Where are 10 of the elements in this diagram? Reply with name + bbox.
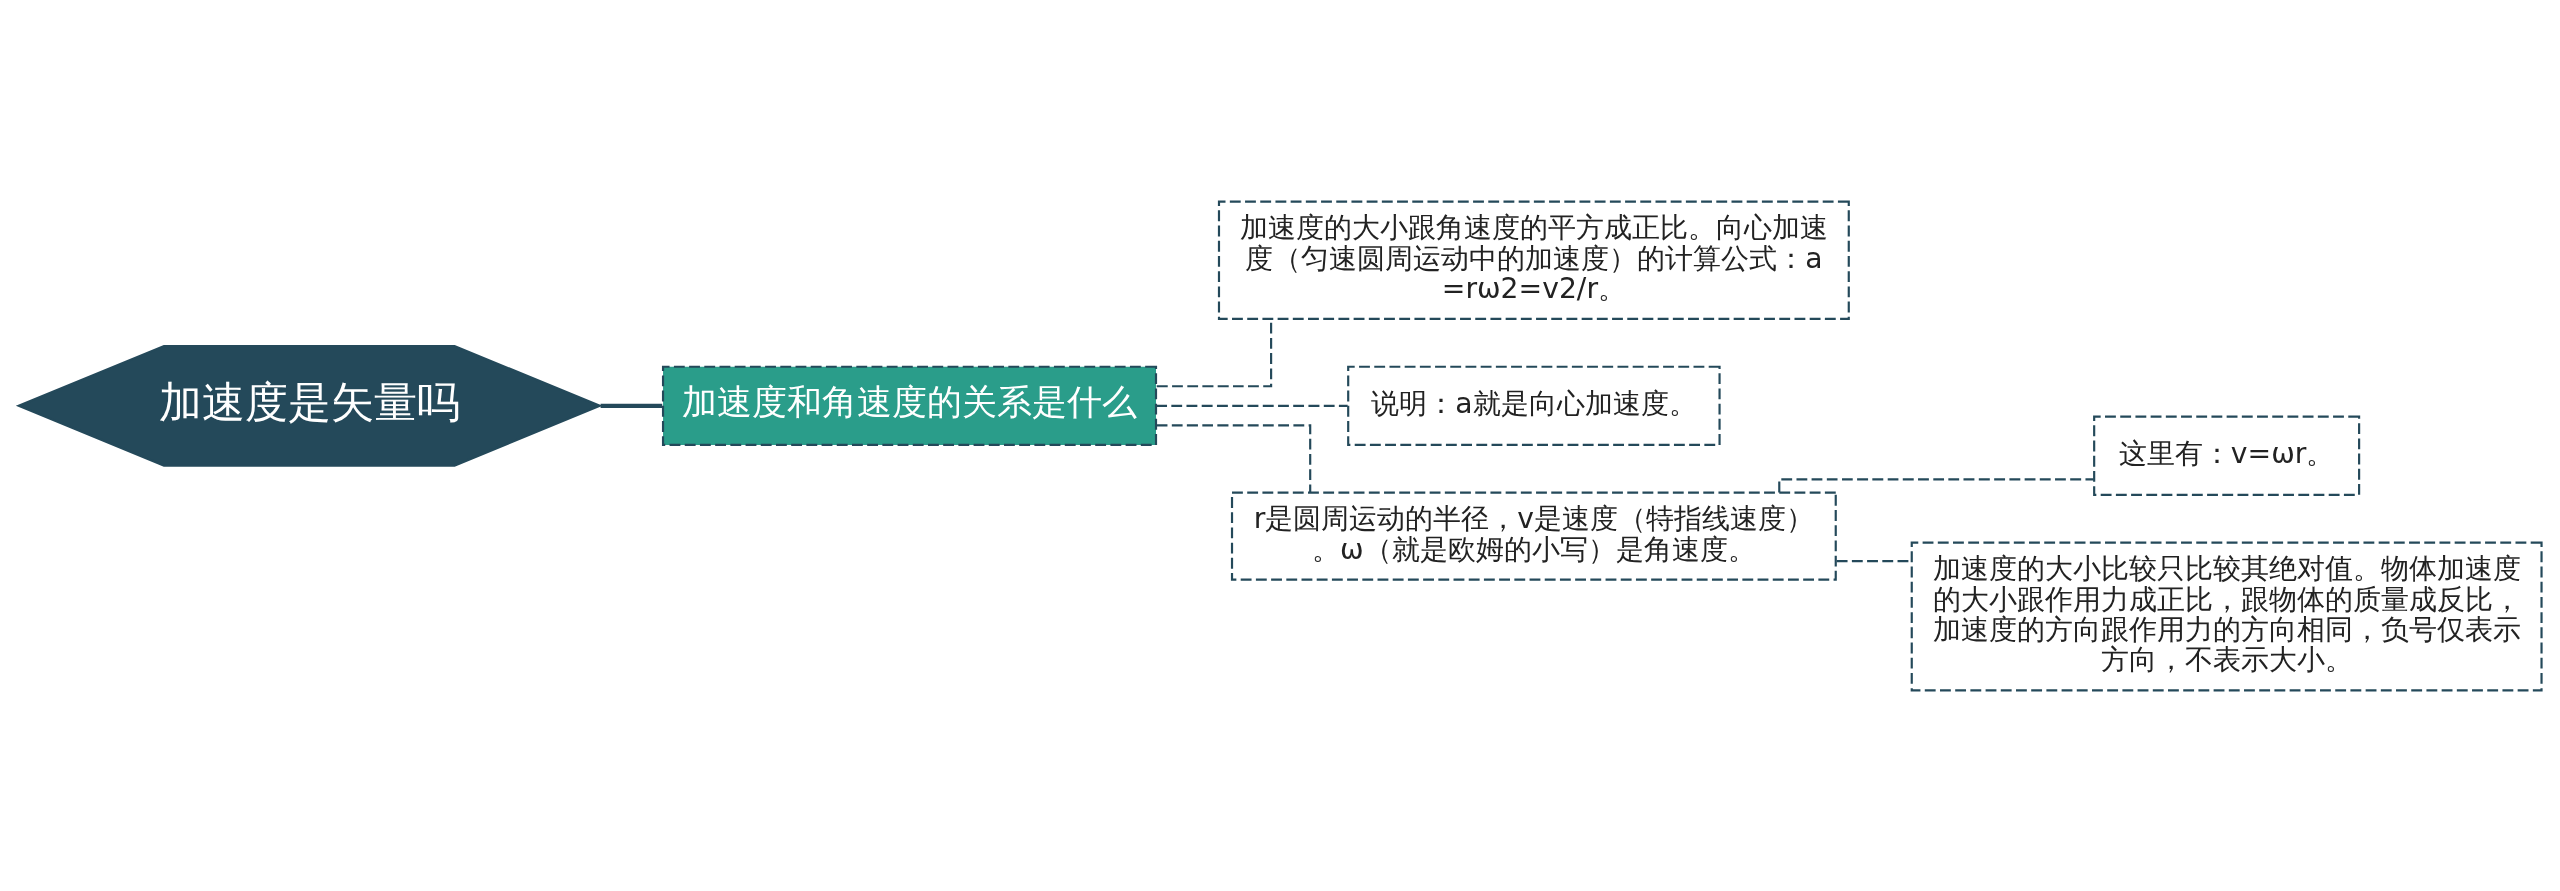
node-box: r是圆周运动的半径，v是速度（特指线速度）。ω（就是欧姆的小写）是角速度。 — [1230, 491, 1837, 581]
connector — [1156, 423, 1312, 492]
connector — [1156, 404, 1348, 407]
node-box: 这里有：v=ωr。 — [2093, 415, 2361, 496]
node-box: 说明：a就是向心加速度。 — [1347, 365, 1721, 446]
connector — [1778, 477, 2094, 493]
node-box: 加速度的大小比较只比较其绝对值。物体加速度的大小跟作用力成正比，跟物体的质量成反比，加速度的方向跟作用力的方向相同，负号仅表示方向，不表示大小。 — [1910, 541, 2543, 691]
node-box: 加速度和角速度的关系是什么 — [661, 365, 1158, 446]
node-box: 加速度的大小跟角速度的平方成正比。向心加速度（匀速圆周运动中的加速度）的计算公式：a=rω2=v2/r。 — [1217, 200, 1850, 320]
connector — [600, 403, 663, 408]
